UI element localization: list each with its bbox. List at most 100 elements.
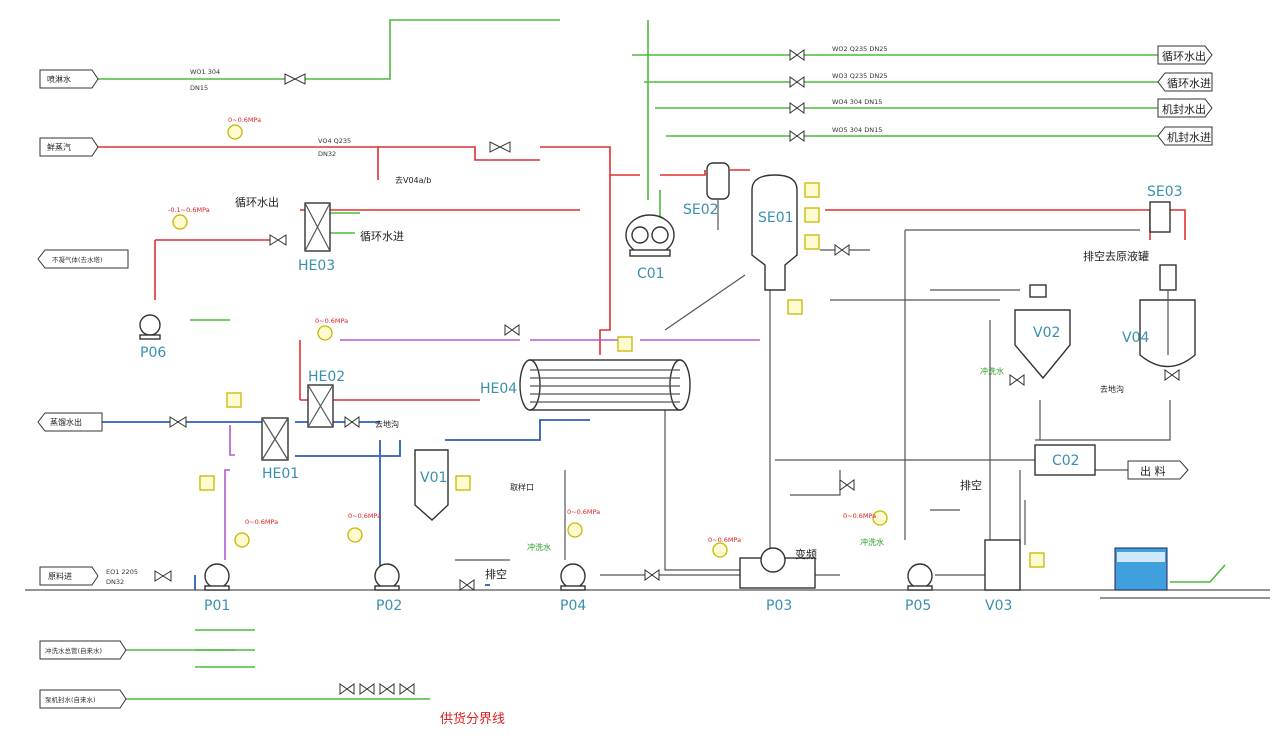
label-vent-2: 排空 — [960, 478, 982, 492]
label-he02: HE02 — [308, 369, 345, 385]
pipe-wo1-dn: DN15 — [190, 84, 208, 92]
valve-wo4 — [789, 102, 805, 114]
label-v04: V04 — [1122, 330, 1149, 346]
cooling-tower — [1114, 547, 1168, 591]
valve-distilled — [169, 416, 187, 428]
pipe-wo1: WO1 304 — [190, 68, 220, 76]
label-se01: SE01 — [758, 210, 794, 226]
valves — [154, 49, 1180, 695]
pressure-label-3: 0~0.6MPa — [245, 518, 278, 526]
he03-exchanger — [304, 202, 331, 252]
gauge-box-4 — [804, 182, 820, 198]
valve-v01-out — [459, 579, 475, 591]
gauge-box-5 — [804, 207, 820, 223]
pressure-label-5: 0~0.6MPa — [567, 508, 600, 516]
valve-v04 — [1164, 369, 1180, 381]
label-cw-in-he03: 循环水进 — [360, 230, 404, 243]
gauge-box-8 — [455, 475, 471, 491]
p01-pump — [204, 563, 230, 591]
he01-exchanger — [261, 417, 289, 461]
valve-cleaning-2 — [359, 683, 375, 695]
valve-he04-top — [504, 324, 520, 336]
valve-cleaning-3 — [379, 683, 395, 695]
label-c01: C01 — [637, 266, 665, 282]
label-se03: SE03 — [1147, 184, 1183, 200]
input-spray-water: 喷淋水 — [39, 69, 99, 89]
valve-he02 — [344, 416, 360, 428]
input-noncondensable-label: 不凝气体(去水塔) — [52, 255, 103, 264]
label-supply-boundary: 供货分界线 — [440, 711, 505, 727]
valve-se01 — [834, 244, 850, 256]
he02-exchanger — [307, 384, 334, 428]
gauge-p05 — [872, 510, 888, 526]
pressure-labels: 0~0.6MPa -0.1~0.6MPa 0~0.6MPa 0~0.6MPa 0… — [168, 116, 876, 544]
output-seal-in: 机封水进 — [1157, 126, 1213, 146]
liquid-lines — [75, 419, 590, 590]
pressure-label-4: 0~0.6MPa — [348, 512, 381, 520]
pressure-label-8: 0~0.6MPa — [315, 317, 348, 325]
valve-spray — [284, 73, 306, 85]
label-v03: V03 — [985, 598, 1012, 614]
label-he01: HE01 — [262, 466, 299, 482]
valve-v02 — [1009, 374, 1025, 386]
c02-unit — [1034, 444, 1096, 476]
label-p04: P04 — [560, 598, 586, 614]
label-p02: P02 — [376, 598, 402, 614]
se01-separator — [751, 174, 798, 291]
input-feed-label: 原料进 — [48, 571, 72, 581]
right-outputs: 循环水出 循环水进 机封水出 机封水进 出 料 — [1127, 45, 1213, 480]
gauge-p04 — [567, 522, 583, 538]
output-cw-out-label: 循环水出 — [1162, 49, 1206, 63]
output-discharge-label: 出 料 — [1140, 464, 1166, 478]
p02-pump — [374, 563, 400, 591]
gauge-box-3 — [617, 336, 633, 352]
valve-p03 — [839, 479, 855, 491]
output-distilled-water-label: 蒸馏水出 — [50, 417, 82, 427]
valve-cleaning-4 — [399, 683, 415, 695]
label-se02: SE02 — [683, 202, 719, 218]
pipe-wo5: WO5 304 DN15 — [832, 126, 882, 134]
label-p05: P05 — [905, 598, 931, 614]
input-pump-seal: 泵机封水(自来水) — [39, 689, 127, 709]
pressure-label-1: 0~0.6MPa — [228, 116, 261, 124]
label-inverter: 变频 — [795, 547, 817, 561]
label-cw-out-he03: 循环水出 — [235, 195, 279, 209]
label-vent-to-tank: 排空去原液罐 — [1083, 249, 1149, 263]
input-cleaning-water-label: 冲洗水总管(自来水) — [45, 646, 102, 655]
input-pump-seal-label: 泵机封水(自来水) — [45, 695, 96, 704]
valve-he03 — [269, 234, 287, 246]
gauge-steam — [227, 124, 243, 140]
c01-compressor — [625, 214, 675, 257]
gauge-box-9 — [1029, 552, 1045, 568]
output-cw-out: 循环水出 — [1157, 45, 1213, 65]
v04-reactor — [1139, 264, 1196, 368]
label-v01: V01 — [420, 470, 447, 486]
valve-p04 — [644, 569, 660, 581]
gauge-box-1 — [226, 392, 242, 408]
label-c02: C02 — [1052, 453, 1080, 469]
purple-lines — [224, 339, 760, 560]
p06-pump — [139, 314, 161, 340]
pipe-feed: EO1 2205 — [106, 568, 138, 576]
p04-pump — [560, 563, 586, 591]
steam-lines — [95, 146, 1186, 401]
p03-pump — [739, 547, 816, 589]
input-cleaning-water: 冲洗水总管(自来水) — [39, 640, 127, 660]
p05-pump — [907, 563, 933, 591]
pipe-wo4: WO4 304 DN15 — [832, 98, 882, 106]
equipment-labels: HE03 C01 SE02 SE01 SE03 V02 V04 P06 HE02… — [140, 184, 1183, 614]
valve-wo3 — [789, 76, 805, 88]
label-v04ab: 去V04a/b — [395, 175, 431, 185]
label-sampling: 取样口 — [510, 482, 534, 492]
process-lines — [25, 229, 1270, 599]
pressure-label-2: -0.1~0.6MPa — [168, 206, 210, 214]
pipe-wo2: WO2 Q235 DN25 — [832, 45, 887, 53]
gauge-he02 — [317, 325, 333, 341]
label-flush-2: 冲洗水 — [860, 537, 884, 547]
valve-wo2 — [789, 49, 805, 61]
label-flush-3: 冲洗水 — [980, 366, 1004, 376]
output-cw-in: 循环水进 — [1157, 72, 1213, 92]
gauges — [172, 124, 1045, 568]
label-flush-1: 冲洗水 — [527, 542, 551, 552]
